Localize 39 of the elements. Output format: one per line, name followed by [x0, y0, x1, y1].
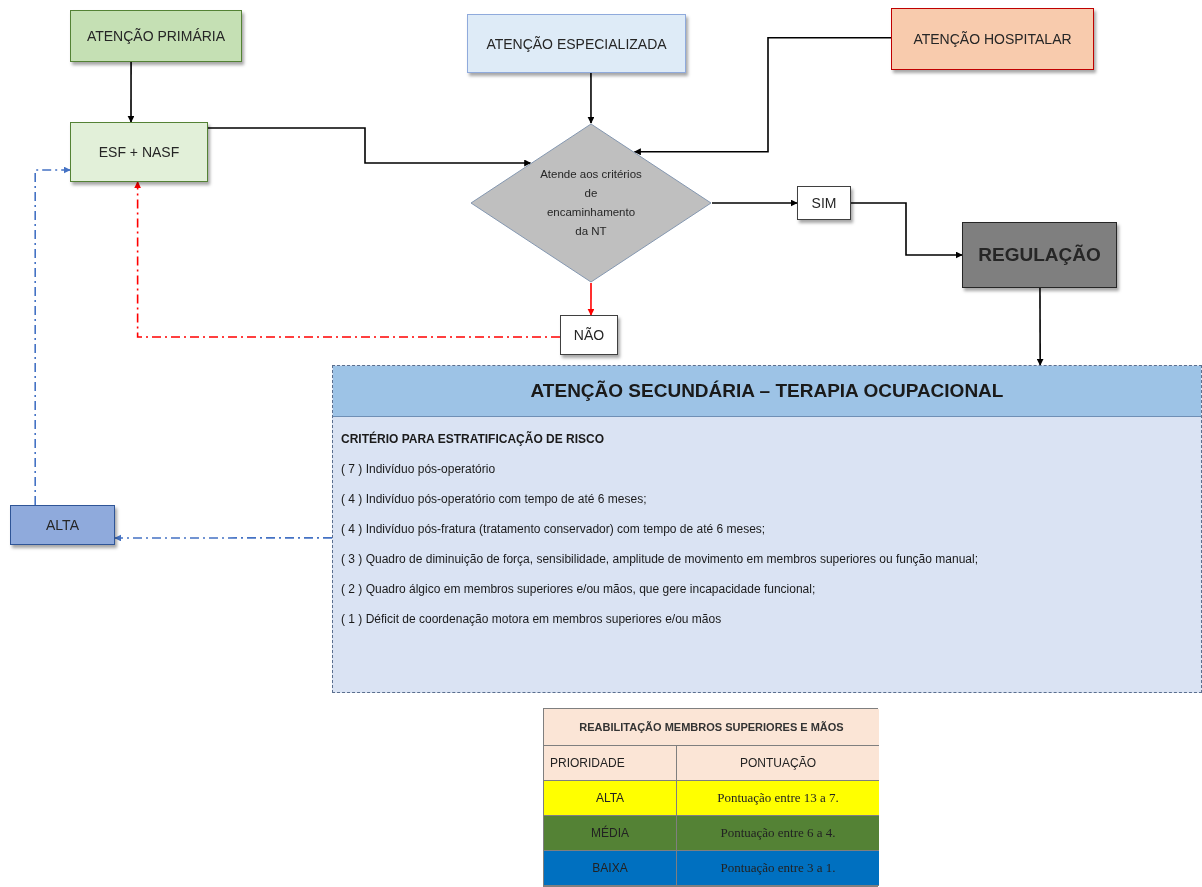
arrow	[1036, 287, 1044, 366]
arrow	[850, 202, 963, 259]
arrow	[633, 36, 892, 156]
process-box: ATENÇÃO HOSPITALAR	[891, 8, 1094, 70]
panel-heading: ATENÇÃO SECUNDÁRIA – TERAPIA OCUPACIONAL	[333, 366, 1201, 417]
process-box: REGULAÇÃO	[962, 222, 1117, 288]
decision-diamond	[470, 123, 712, 283]
answer-box: NÃO	[560, 315, 618, 355]
criteria-heading: CRITÉRIO PARA ESTRATIFICAÇÃO DE RISCO	[341, 432, 606, 446]
process-box: ATENÇÃO ESPECIALIZADA	[467, 14, 686, 73]
table-cell: BAIXA	[544, 851, 677, 886]
arrow	[711, 199, 798, 207]
arrow	[127, 61, 135, 123]
table-cell: Pontuação entre 13 a 7.	[677, 781, 879, 816]
table-cell: ALTA	[544, 781, 677, 816]
table-header: PONTUAÇÃO	[677, 746, 879, 781]
criteria-item: ( 3 ) Quadro de diminuição de força, sensibilidade, amplitude de movimento em membros superiores ou função manual;	[341, 552, 979, 566]
table-title: REABILITAÇÃO MEMBROS SUPERIORES E MÃOS	[544, 709, 879, 746]
arrow	[34, 166, 71, 506]
arrow	[114, 534, 333, 542]
table-cell: MÉDIA	[544, 816, 677, 851]
answer-box: SIM	[797, 186, 851, 220]
process-box: ESF + NASF	[70, 122, 208, 182]
arrow	[207, 127, 532, 167]
process-box: ALTA	[10, 505, 115, 545]
section-panel	[332, 365, 1202, 693]
process-box: ATENÇÃO PRIMÁRIA	[70, 10, 242, 62]
decision-text: Atende aos critérios de encaminhamento da NT	[539, 167, 643, 239]
criteria-item: ( 4 ) Indivíduo pós-fratura (tratamento conservador) com tempo de até 6 meses;	[341, 522, 767, 536]
criteria-item: ( 4 ) Indivíduo pós-operatório com tempo de até 6 meses;	[341, 492, 648, 506]
arrow	[587, 72, 595, 124]
arrow	[134, 181, 561, 338]
table-header: PRIORIDADE	[544, 746, 677, 781]
table-cell: Pontuação entre 6 a 4.	[677, 816, 879, 851]
table-cell: Pontuação entre 3 a 1.	[677, 851, 879, 886]
criteria-item: ( 7 ) Indivíduo pós-operatório	[341, 462, 497, 476]
criteria-item: ( 1 ) Déficit de coordenação motora em membros superiores e/ou mãos	[341, 612, 723, 626]
criteria-item: ( 2 ) Quadro álgico em membros superiores e/ou mãos, que gere incapacidade funcional;	[341, 582, 817, 596]
arrow	[587, 282, 595, 316]
